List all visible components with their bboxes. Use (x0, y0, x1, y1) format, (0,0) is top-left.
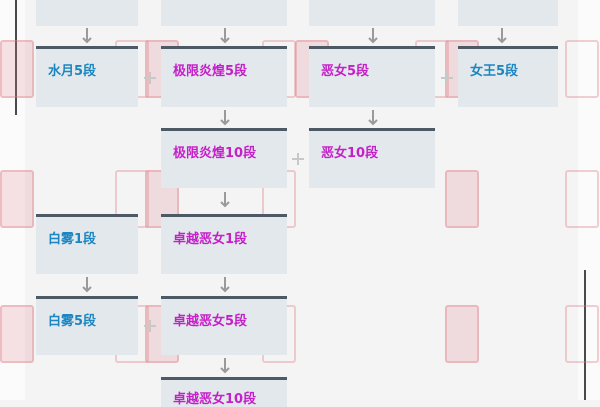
plus-icon (143, 70, 157, 84)
left-margin (0, 0, 25, 400)
node-jixian-yanhuang-10: 极限炎煌10段 (161, 128, 287, 188)
right-edge-line (584, 270, 586, 400)
plus-icon (440, 70, 454, 84)
node-zhuoyue-enu-1: 卓越恶女1段 (161, 214, 287, 274)
node-label: 极限炎煌5段 (173, 64, 248, 79)
node-label: 恶女5段 (321, 64, 370, 79)
down-arrow-icon (368, 28, 378, 44)
watermark (0, 305, 34, 363)
node-enu-5: 恶女5段 (309, 46, 435, 107)
node-label: 卓越恶女1段 (173, 232, 248, 247)
node-zhuoyue-enu-10: 卓越恶女10段 (161, 377, 287, 407)
down-arrow-icon (82, 277, 92, 293)
top-box-col4 (458, 0, 558, 26)
node-baiwu-5: 白雾5段 (36, 296, 138, 355)
node-zhuoyue-enu-5: 卓越恶女5段 (161, 296, 287, 355)
node-label: 卓越恶女5段 (173, 314, 248, 329)
down-arrow-icon (82, 28, 92, 44)
node-label: 白雾5段 (48, 314, 97, 329)
watermark (565, 305, 599, 363)
node-label: 白雾1段 (48, 232, 97, 247)
down-arrow-icon (220, 192, 230, 208)
right-margin (578, 0, 600, 400)
plus-icon (143, 318, 157, 332)
top-box-col2 (161, 0, 287, 26)
node-baiwu-1: 白雾1段 (36, 214, 138, 274)
left-edge-line (15, 0, 17, 115)
watermark (445, 305, 479, 363)
down-arrow-icon (497, 28, 507, 44)
down-arrow-icon (220, 28, 230, 44)
down-arrow-icon (220, 110, 230, 126)
node-jixian-yanhuang-5: 极限炎煌5段 (161, 46, 287, 107)
top-box-col1 (36, 0, 138, 26)
node-label: 女王5段 (470, 64, 519, 79)
plus-icon (291, 151, 305, 165)
node-shuiyue-5: 水月5段 (36, 46, 138, 107)
watermark (565, 40, 599, 98)
top-box-col3 (309, 0, 435, 26)
watermark (0, 170, 34, 228)
node-nuwang-5: 女王5段 (458, 46, 558, 107)
watermark (445, 170, 479, 228)
watermark (0, 40, 34, 98)
watermark (565, 170, 599, 228)
node-label: 卓越恶女10段 (173, 392, 257, 407)
down-arrow-icon (368, 110, 378, 126)
node-label: 水月5段 (48, 64, 97, 79)
down-arrow-icon (220, 277, 230, 293)
down-arrow-icon (220, 358, 230, 374)
node-enu-10: 恶女10段 (309, 128, 435, 188)
node-label: 极限炎煌10段 (173, 146, 257, 161)
node-label: 恶女10段 (321, 146, 379, 161)
